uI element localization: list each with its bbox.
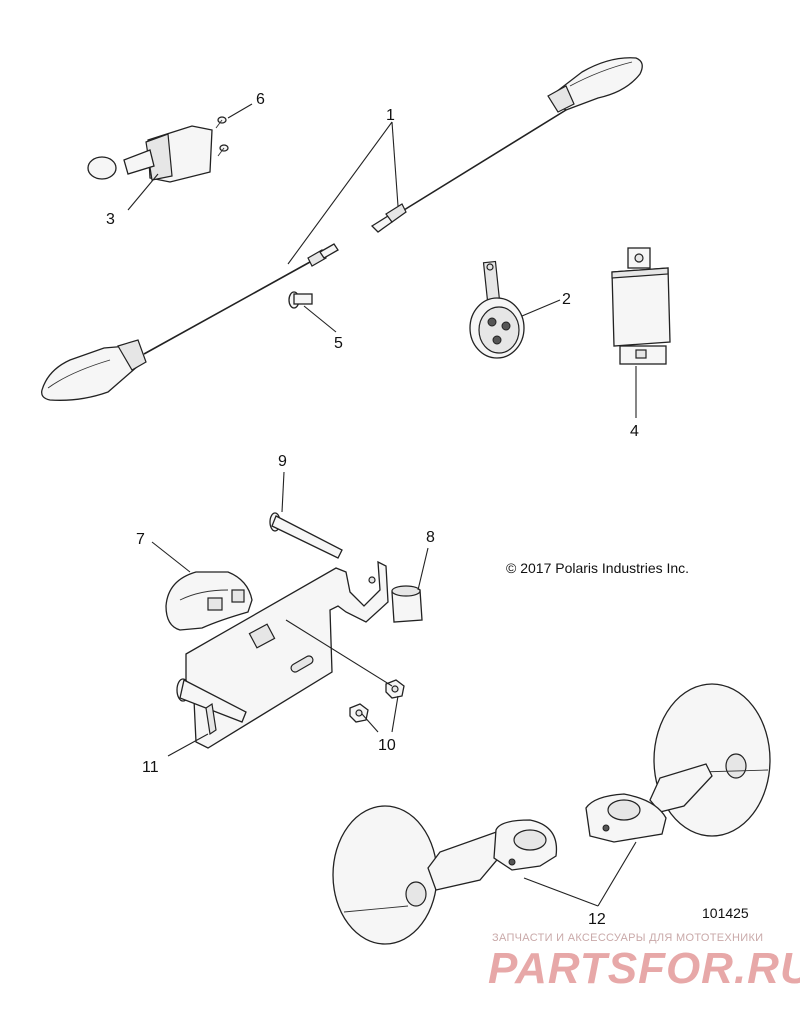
callout-1: 1 — [386, 107, 395, 124]
callout-8: 8 — [426, 529, 435, 546]
clamp-block[interactable] — [165, 571, 253, 631]
spacer[interactable] — [391, 585, 423, 623]
callout-4: 4 — [630, 423, 639, 440]
watermark-tagline: ЗАПЧАСТИ И АКСЕССУАРЫ ДЛЯ МОТОТЕХНИКИ — [492, 932, 764, 944]
leader-lines — [127, 103, 637, 907]
callout-6: 6 — [256, 91, 265, 108]
callout-numbers: 1 2 3 4 5 6 7 8 9 10 11 12 — [106, 91, 639, 928]
watermark-logo: PARTSFOR.RU — [488, 944, 800, 993]
relay[interactable] — [611, 247, 671, 365]
pin[interactable] — [288, 291, 313, 309]
callout-7: 7 — [136, 531, 145, 548]
toggle-switch[interactable] — [87, 125, 213, 183]
callout-3: 3 — [106, 211, 115, 228]
callout-11: 11 — [142, 759, 159, 776]
horn[interactable] — [469, 260, 525, 359]
reference-number: 101425 — [702, 905, 749, 921]
turn-signal-left[interactable] — [41, 243, 339, 401]
turn-signal-right[interactable] — [370, 57, 643, 233]
screws[interactable] — [215, 116, 229, 157]
callout-2: 2 — [562, 291, 571, 308]
copyright-notice: © 2017 Polaris Industries Inc. — [506, 560, 690, 576]
nuts[interactable] — [349, 679, 405, 723]
mirror-right[interactable] — [585, 683, 771, 843]
mounting-plate[interactable] — [176, 560, 389, 749]
callout-5: 5 — [334, 335, 343, 352]
mirror-left[interactable] — [332, 805, 558, 945]
callout-10: 10 — [378, 737, 396, 754]
bolt[interactable] — [269, 512, 343, 559]
callout-12: 12 — [588, 911, 606, 928]
callout-9: 9 — [278, 453, 287, 470]
